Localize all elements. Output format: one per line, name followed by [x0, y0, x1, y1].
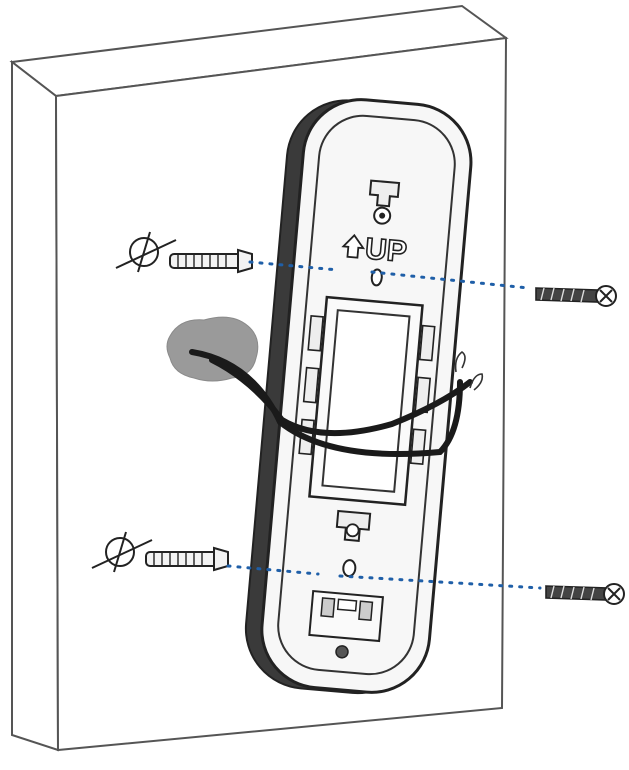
drill-hole-symbol [115, 231, 177, 273]
wall-anchor [145, 546, 229, 572]
wire [189, 349, 473, 457]
screw [535, 285, 617, 307]
wall-anchor [169, 248, 253, 274]
drill-hole-symbol [91, 531, 153, 573]
up-label: UP [364, 232, 408, 269]
guide-lines [226, 260, 542, 590]
lower-screw-hole [342, 559, 357, 578]
up-arrow-icon [341, 233, 366, 259]
screw [545, 583, 625, 605]
